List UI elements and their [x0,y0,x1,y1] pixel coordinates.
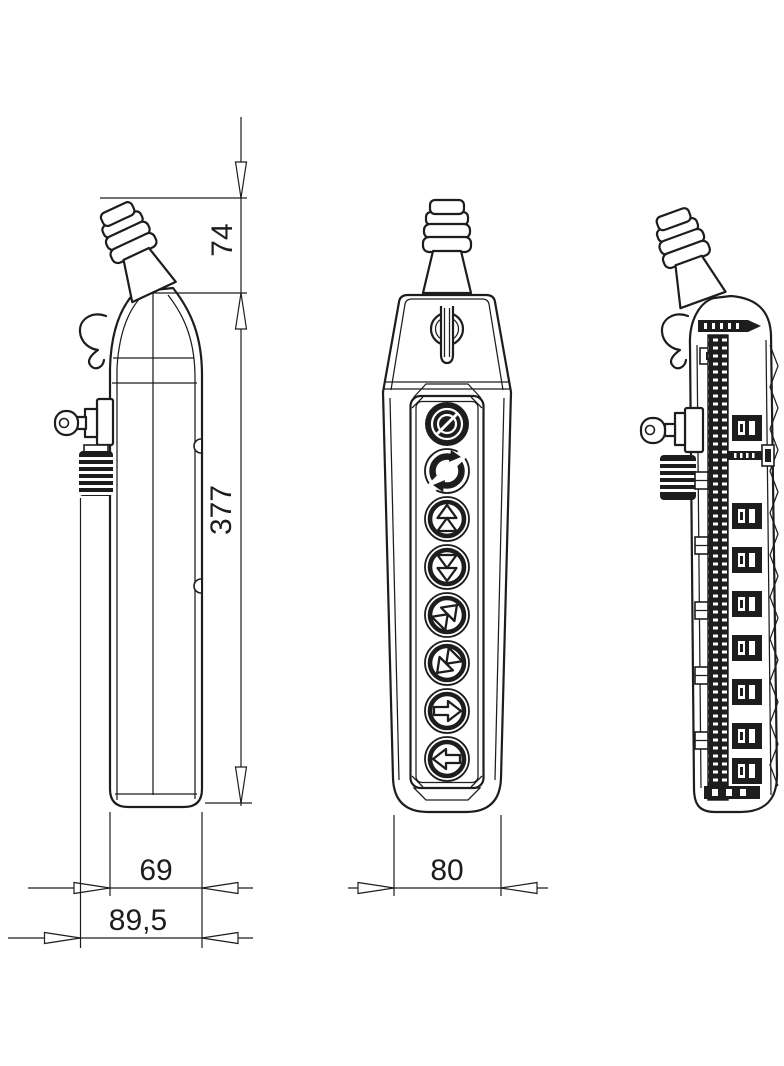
dimension-label-377: 377 [205,485,238,535]
double-chevron-down-left-icon [435,646,464,675]
contact-block [732,635,762,661]
dimension-arrow [73,881,111,895]
dimension-69: 69 [28,812,253,948]
hanger-clip-icon [660,313,690,370]
suspension-eyelet [429,306,465,365]
dimension-arrow [43,931,82,945]
dimension-377: 377 [205,485,252,804]
contact-block [732,547,762,573]
dimension-label-74: 74 [206,223,239,256]
contact-block [732,758,762,784]
button-right [424,688,470,734]
dimension-arrow [234,161,248,199]
button-down-fast [424,544,470,590]
cable-gland-front [421,198,473,295]
key-switch-slot-icon [436,413,458,435]
knurled-knob-side [79,444,113,496]
fixing-screw-mid [728,444,775,467]
hanger-clip-icon [78,313,108,370]
contact-block [732,723,762,749]
button-left [424,736,470,782]
double-chevron-up-icon [436,503,458,533]
knurled-knob-section [660,455,696,500]
internal-mechanism [694,334,775,801]
button-key-switch [425,402,469,446]
contact-block [732,679,762,705]
button-diagonal-down-left [424,640,470,686]
dimension-89-5: 89,5 [8,498,253,948]
dimension-74: 74 [100,117,248,806]
screw-boss [193,578,202,594]
dimension-label-89-5: 89,5 [109,904,167,937]
key-switch-side [53,397,115,447]
front-view [381,198,513,814]
dimension-arrow [234,292,248,330]
dimension-arrow [500,881,538,895]
contact-block [732,591,762,617]
block-arrow-right-icon [432,699,463,723]
dimension-label-69: 69 [139,854,172,887]
key-switch-section [639,406,705,454]
dimension-arrow [201,931,239,945]
cable-gland-right [647,203,727,310]
button-panel [409,383,485,801]
dimension-80: 80 [348,815,548,896]
dimension-arrow [357,881,395,895]
left-view-body-outline [108,286,204,809]
left-side-view [53,196,204,809]
cable-gland-left [91,196,177,304]
contact-block [732,503,762,529]
dimension-arrow [201,881,239,895]
double-chevron-up-right-icon [430,603,459,632]
button-rotary-reset [424,448,470,494]
right-section-view [639,203,779,814]
screw-boss [193,438,202,454]
dimension-arrow [234,766,248,804]
fixing-screw-top [698,320,761,332]
button-diagonal-up-right [424,592,470,638]
rotary-reset-arrows-icon [429,453,465,489]
block-arrow-left-icon [431,747,462,771]
contact-block [732,415,762,441]
button-up-fast [424,496,470,542]
double-chevron-down-icon [436,553,458,583]
dimension-label-80: 80 [430,854,463,887]
section-hatch-band [769,344,779,787]
